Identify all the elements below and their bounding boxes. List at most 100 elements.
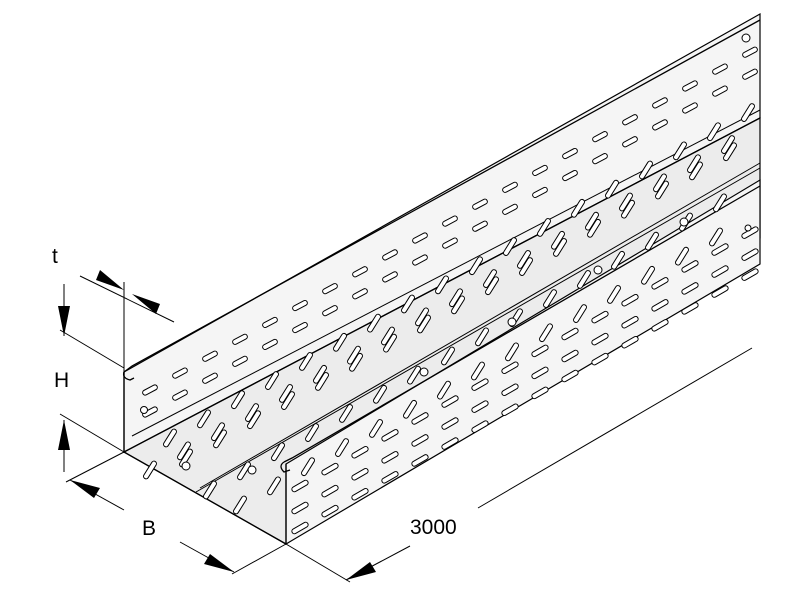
perforation-slot (709, 227, 723, 247)
perforation-slot (622, 114, 638, 126)
perforation-slot (339, 404, 353, 423)
perforation-slot (537, 218, 551, 237)
floor-rib-1 (195, 167, 761, 493)
perforation-slot (577, 270, 591, 289)
perforation-slot (607, 285, 621, 304)
perforation-slot (619, 192, 633, 212)
perforation-slot (322, 305, 338, 317)
perforation-slot (382, 249, 398, 261)
perforation-slot (381, 451, 399, 464)
perforation-slot (441, 346, 455, 366)
perforation-slot (532, 186, 548, 199)
perforation-slot (681, 282, 699, 295)
perforation-slot (267, 476, 281, 496)
perforation-slot (652, 119, 668, 131)
perforation-slot (682, 102, 698, 114)
floor-rib-2 (199, 162, 761, 489)
perforation-slot (265, 371, 279, 390)
perforation-slot (203, 480, 217, 500)
perforation-slot (351, 467, 369, 481)
perforation-slot (471, 361, 485, 381)
perforation-slot (741, 248, 759, 261)
perforation-slot (369, 419, 383, 438)
perforation-slot (721, 135, 735, 154)
perforation-slot (305, 423, 319, 442)
perforation-slot (742, 68, 758, 80)
perforation-slot (202, 350, 218, 362)
perforation-slot (469, 256, 483, 276)
perforation-slot (517, 250, 531, 269)
perforation-slot (505, 342, 519, 362)
perforation-slot (449, 288, 463, 308)
perforation-slot (411, 412, 429, 425)
perforation-slot (321, 462, 339, 476)
perforation-slot (197, 409, 211, 429)
perforation-slot (591, 310, 609, 324)
perforation-slot (532, 164, 548, 177)
perforation-slot (442, 237, 458, 249)
perforation-slot (335, 438, 349, 457)
perforation-slot (639, 160, 653, 180)
perforation-slot (531, 366, 549, 380)
perforation-slot (585, 211, 599, 231)
perforation-slot (592, 131, 608, 143)
perforation-slot (143, 460, 157, 480)
perforation-slot (675, 246, 689, 266)
perforation-slot (605, 179, 619, 199)
perforation-slot (401, 294, 415, 314)
perforation-slot (713, 193, 727, 213)
perforation-slot (232, 355, 248, 367)
perforation-slot (373, 384, 387, 404)
perforation-slot (562, 169, 578, 182)
perforation-slot (233, 495, 247, 515)
perforation-slot (437, 380, 451, 400)
perforation-slot (621, 293, 639, 307)
perforation-slot (211, 422, 225, 442)
perforation-slot (435, 275, 449, 295)
perforation-slot (475, 327, 489, 347)
perforation-slot (321, 504, 339, 518)
perforation-slot (711, 265, 729, 278)
perforation-slot (381, 326, 395, 346)
perforation-slot (681, 260, 699, 273)
perforation-slot (403, 399, 417, 419)
perforation-slot (352, 266, 368, 278)
perforation-slot (333, 332, 347, 352)
right-wall-lip (283, 185, 761, 463)
perforation-slot (562, 147, 578, 160)
perforation-slot (741, 103, 755, 122)
perforation-slot (551, 230, 565, 250)
perforation-slot (262, 316, 278, 329)
perforation-slot (352, 288, 368, 300)
perforation-slot (531, 386, 549, 400)
perforation-slot (232, 333, 248, 345)
perforation-slot (381, 471, 399, 484)
perforation-slot (367, 313, 381, 333)
perforation-slot (503, 237, 517, 256)
perforation-slot (591, 332, 609, 346)
perforation-slot (681, 302, 699, 315)
perforation-slot (177, 441, 191, 461)
perforation-slot (321, 484, 339, 498)
perforation-slot (651, 299, 669, 312)
perforation-slot (271, 442, 285, 462)
perforation-slot (351, 487, 369, 501)
perforation-slot (712, 63, 728, 75)
perforation-slot (641, 265, 655, 285)
perforation-slot (591, 352, 609, 366)
dimension-h: H (54, 284, 125, 472)
perforation-slot (561, 349, 579, 363)
round-holes (140, 33, 752, 475)
dimension-length: 3000 (285, 347, 753, 583)
perforation-slot (673, 141, 687, 161)
perforation-slot (711, 285, 729, 298)
right-wall-lip-curl (280, 461, 291, 473)
perforation-slot (441, 437, 459, 450)
perforation-slot (245, 403, 259, 422)
left-wall-lip (123, 19, 761, 373)
perforation-slot (501, 361, 519, 375)
perforation-slot (621, 335, 639, 349)
perforation-slot (531, 344, 549, 358)
perforation-slot (471, 378, 489, 391)
